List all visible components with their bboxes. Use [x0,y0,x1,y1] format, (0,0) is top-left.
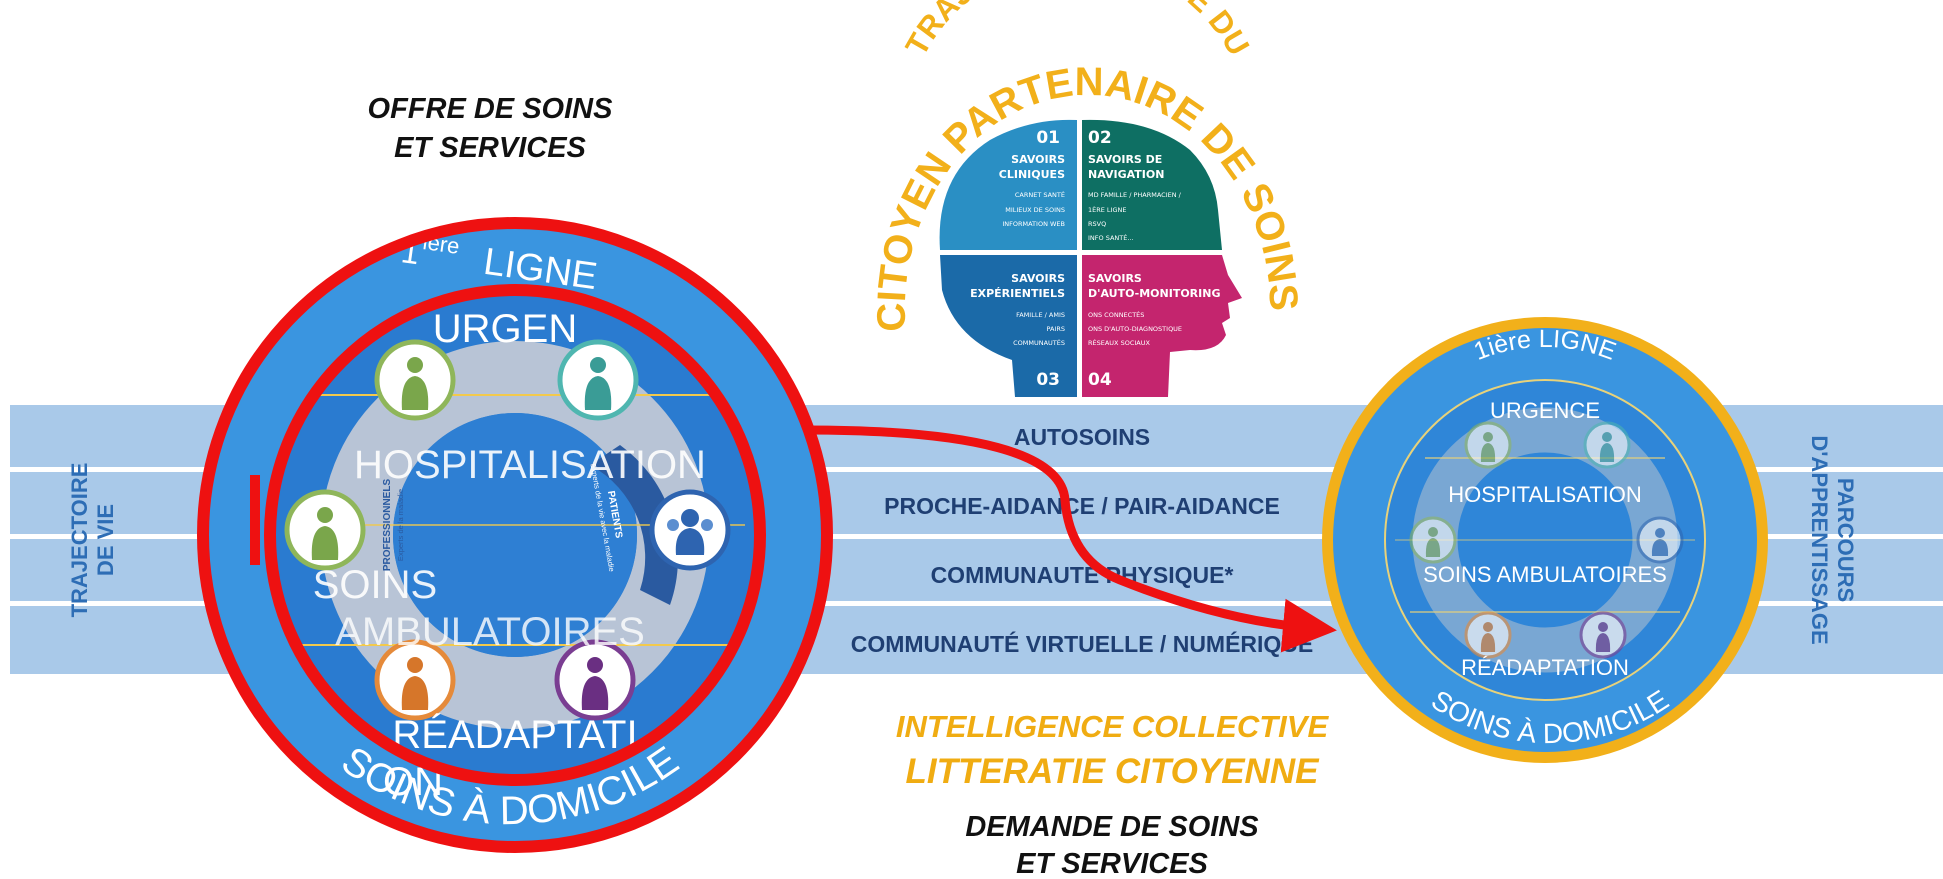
band-label-communaute-virtuelle: COMMUNAUTÉ VIRTUELLE / NUMÉRIQUE [851,630,1314,657]
quadrant-04 [1082,255,1242,397]
left-level-soins: SOINS [313,563,437,607]
demande-caption-line2: ET SERVICES [1016,848,1208,879]
svg-text:D'AUTO-MONITORING: D'AUTO-MONITORING [1088,287,1220,300]
svg-text:SAVOIRS: SAVOIRS [1088,272,1142,285]
svg-text:1ÈRE LIGNE: 1ÈRE LIGNE [1088,205,1126,214]
offre-caption-line2: ET SERVICES [394,132,586,164]
left-ring-sublabel-professionnels: Experts de la maladie [396,489,405,561]
svg-text:CLINIQUES: CLINIQUES [999,168,1065,181]
person-icon [1579,611,1627,659]
person-icon [374,639,456,721]
left-level-ambulatoires: AMBULATOIRES [335,610,645,654]
svg-text:CARNET SANTÉ: CARNET SANTÉ [1015,190,1065,199]
person-icon [554,639,636,721]
svg-text:NAVIGATION: NAVIGATION [1088,168,1164,181]
demande-caption-line1: DEMANDE DE SOINS [965,811,1259,843]
svg-text:TRAJECTOIRE: TRAJECTOIRE [67,463,92,618]
right-vertical-label: PARCOURS D'APPRENTISSAGE [1807,435,1858,644]
gold-caption-line2: LITTERATIE CITOYENNE [906,752,1321,791]
right-level-readaptation: RÉADAPTATION [1461,655,1629,680]
quadrant-02-number: 02 [1088,128,1112,148]
offre-caption-line1: OFFRE DE SOINS [368,93,614,125]
person-icon [1583,421,1631,469]
left-care-circle: PROFESSIONNELS Experts de la maladie PAT… [197,217,833,853]
quadrant-01-number: 01 [1036,128,1060,148]
left-red-outer-ring [197,217,833,853]
svg-text:INFORMATION WEB: INFORMATION WEB [1002,220,1065,228]
svg-text:ONS CONNECTÉS: ONS CONNECTÉS [1088,310,1144,319]
left-vertical-label: TRAJECTOIRE DE VIE [67,463,118,618]
svg-text:DE VIE: DE VIE [93,504,118,576]
quadrant-04-number: 04 [1088,370,1112,390]
svg-text:MD FAMILLE / PHARMACIEN /: MD FAMILLE / PHARMACIEN / [1088,191,1182,199]
svg-text:INFO SANTÉ...: INFO SANTÉ... [1088,233,1134,242]
svg-text:EXPÉRIENTIELS: EXPÉRIENTIELS [970,287,1065,300]
band-label-proche-aidance: PROCHE-AIDANCE / PAIR-AIDANCE [884,493,1280,519]
band-label-autosoins: AUTOSOINS [1014,424,1150,450]
left-ring-label-professionnels: PROFESSIONNELS [382,479,393,572]
svg-text:ONS D'AUTO-DIAGNOSTIQUE: ONS D'AUTO-DIAGNOSTIQUE [1088,325,1182,333]
person-icon [1464,421,1512,469]
person-icon [557,339,639,421]
svg-text:PAIRS: PAIRS [1046,325,1065,333]
svg-text:SAVOIRS: SAVOIRS [1011,272,1065,285]
svg-text:SAVOIRS: SAVOIRS [1011,153,1065,166]
left-level-hospitalisation: HOSPITALISATION [354,443,706,487]
svg-text:RSVQ: RSVQ [1088,220,1106,228]
person-icon [374,339,456,421]
svg-text:MILIEUX DE SOINS: MILIEUX DE SOINS [1005,206,1065,214]
svg-text:D'APPRENTISSAGE: D'APPRENTISSAGE [1807,435,1832,644]
group-icon [649,489,731,571]
gold-caption-line1: INTELLIGENCE COLLECTIVE [896,709,1330,744]
head-infographic: TRAJECTOIRE DE VIE DU CITOYEN PARTENAIRE… [870,0,1306,397]
head-arc-outer: TRAJECTOIRE DE VIE DU [899,0,1257,61]
transfer-arrow [804,425,1337,653]
left-level-urgence: URGEN [433,307,577,351]
quadrant-01 [939,119,1077,250]
left-red-inner-ring [264,284,766,786]
quadrant-03 [940,255,1077,397]
group-icon [1636,516,1684,564]
right-level-hospitalisation: HOSPITALISATION [1448,482,1642,507]
person-icon [1409,516,1457,564]
svg-text:FAMILLE / AMIS: FAMILLE / AMIS [1016,311,1065,319]
left-level-readaptation: RÉADAPTATI [392,712,637,757]
left-patients-ring-segment [590,445,678,605]
person-icon [1464,611,1512,659]
svg-text:RÉSEAUX SOCIAUX: RÉSEAUX SOCIAUX [1088,338,1150,347]
svg-text:COMMUNAUTÉS: COMMUNAUTÉS [1013,338,1065,347]
svg-text:PARCOURS: PARCOURS [1833,478,1858,602]
right-care-circle: URGENCE HOSPITALISATION SOINS AMBULATOIR… [1322,317,1768,763]
quadrant-02 [1082,119,1222,250]
band-label-communaute-physique: COMMUNAUTÉ PHYSIQUE* [931,561,1234,588]
svg-text:SAVOIRS DE: SAVOIRS DE [1088,153,1162,166]
quadrant-03-number: 03 [1036,370,1060,390]
right-level-soins-ambulatoires: SOINS AMBULATOIRES [1423,562,1667,587]
person-icon [284,489,366,571]
right-level-urgence: URGENCE [1490,398,1600,423]
